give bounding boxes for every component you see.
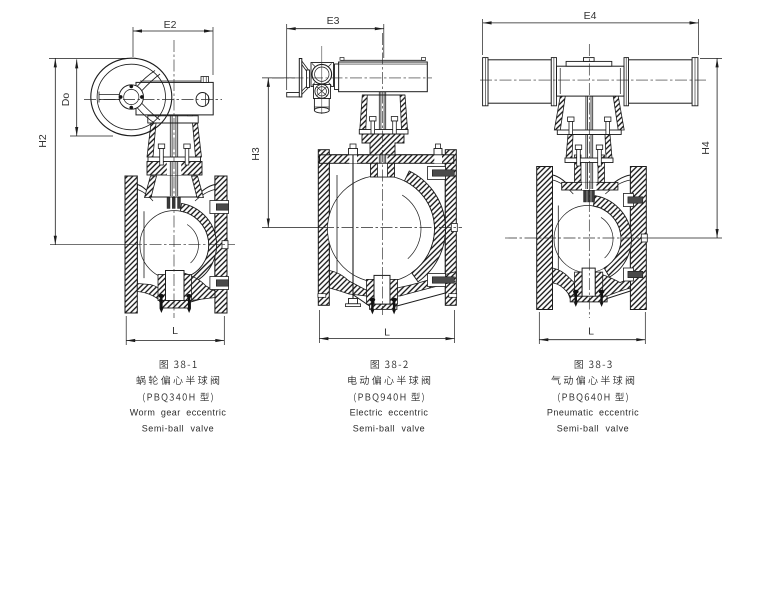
svg-text:Worm gear eccentric: Worm gear eccentric xyxy=(130,408,227,418)
svg-text:Do: Do xyxy=(60,93,72,107)
svg-text:Semi-ball valve: Semi-ball valve xyxy=(557,424,629,434)
svg-text:E2: E2 xyxy=(164,19,177,31)
svg-text:L: L xyxy=(172,325,178,337)
svg-text:Semi-ball valve: Semi-ball valve xyxy=(142,424,214,434)
svg-text:L: L xyxy=(588,326,594,338)
svg-text:Pneumatic eccentric: Pneumatic eccentric xyxy=(547,408,639,418)
svg-text:Electric eccentric: Electric eccentric xyxy=(350,408,429,418)
svg-text:E3: E3 xyxy=(327,15,340,27)
svg-text:H3: H3 xyxy=(250,147,262,161)
svg-text:H4: H4 xyxy=(700,141,712,155)
svg-text:Semi-ball valve: Semi-ball valve xyxy=(353,424,425,434)
svg-text:E4: E4 xyxy=(584,10,597,22)
svg-text:H2: H2 xyxy=(37,134,49,148)
svg-text:L: L xyxy=(384,327,390,339)
